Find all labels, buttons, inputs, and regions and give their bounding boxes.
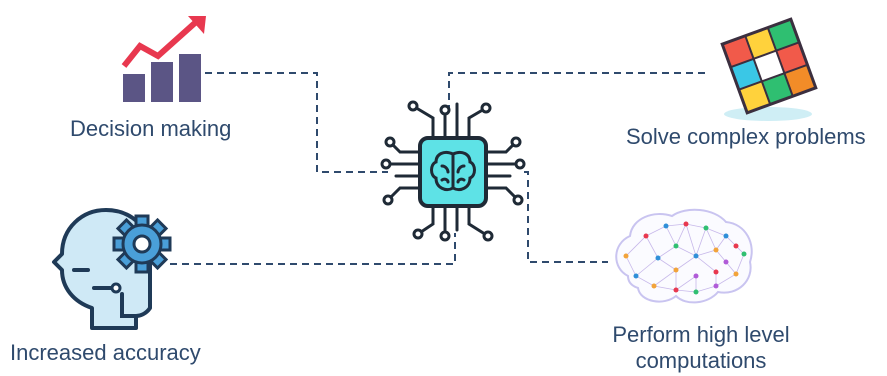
connector-solve — [448, 72, 705, 112]
connector-perform — [524, 171, 608, 263]
head-gear-icon — [44, 204, 174, 332]
connector-accuracy — [170, 233, 456, 265]
label-decision-making: Decision making — [70, 116, 232, 141]
bar-chart-growth-icon — [118, 14, 210, 102]
label-perform-line1: Perform high level — [612, 322, 790, 347]
connector-decision — [205, 72, 388, 173]
neural-network-brain-icon — [606, 206, 758, 314]
rubiks-cube-icon — [714, 16, 824, 122]
label-solve-complex-problems: Solve complex problems — [626, 124, 866, 149]
label-perform-line2: computations — [635, 348, 767, 373]
ai-brain-chip-icon — [378, 96, 528, 246]
label-increased-accuracy: Increased accuracy — [10, 340, 201, 365]
